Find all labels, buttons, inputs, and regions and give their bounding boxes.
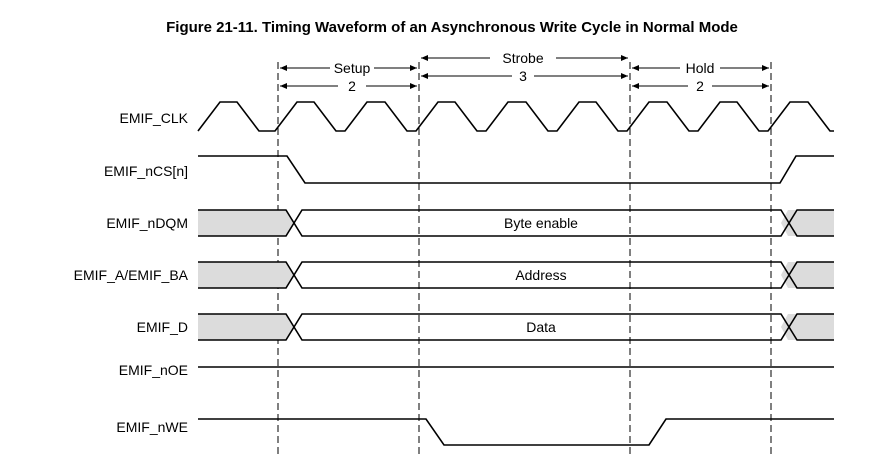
ncs-waveform <box>198 155 834 184</box>
phase-hold: Hold 2 <box>632 60 769 94</box>
data-value: Data <box>526 319 556 335</box>
setup-cycles: 2 <box>348 78 356 94</box>
hold-label: Hold <box>686 60 715 76</box>
ndqm-value: Byte enable <box>504 215 578 231</box>
signal-ndqm-label: EMIF_nDQM <box>106 215 188 231</box>
signal-names: EMIF_CLK EMIF_nCS[n] EMIF_nDQM EMIF_A/EM… <box>74 110 189 435</box>
signal-noe-label: EMIF_nOE <box>119 362 188 378</box>
addr-bus: Address <box>198 261 834 289</box>
signal-clk-label: EMIF_CLK <box>120 110 189 126</box>
data-bus: Data <box>198 313 834 341</box>
addr-value: Address <box>515 267 566 283</box>
nwe-waveform <box>198 418 834 446</box>
phase-strobe: Strobe 3 <box>421 50 628 84</box>
clk-waveform <box>197 101 834 132</box>
signal-addr-label: EMIF_A/EMIF_BA <box>74 267 189 283</box>
ndqm-bus: Byte enable <box>198 209 834 237</box>
signal-data-label: EMIF_D <box>137 319 188 335</box>
strobe-label: Strobe <box>502 50 543 66</box>
hold-cycles: 2 <box>696 78 704 94</box>
figure-title: Figure 21-11. Timing Waveform of an Asyn… <box>166 19 738 36</box>
phase-setup: Setup 2 <box>280 60 417 94</box>
signal-ncs-label: EMIF_nCS[n] <box>104 163 188 179</box>
strobe-cycles: 3 <box>519 68 527 84</box>
signal-nwe-label: EMIF_nWE <box>116 419 188 435</box>
setup-label: Setup <box>334 60 371 76</box>
